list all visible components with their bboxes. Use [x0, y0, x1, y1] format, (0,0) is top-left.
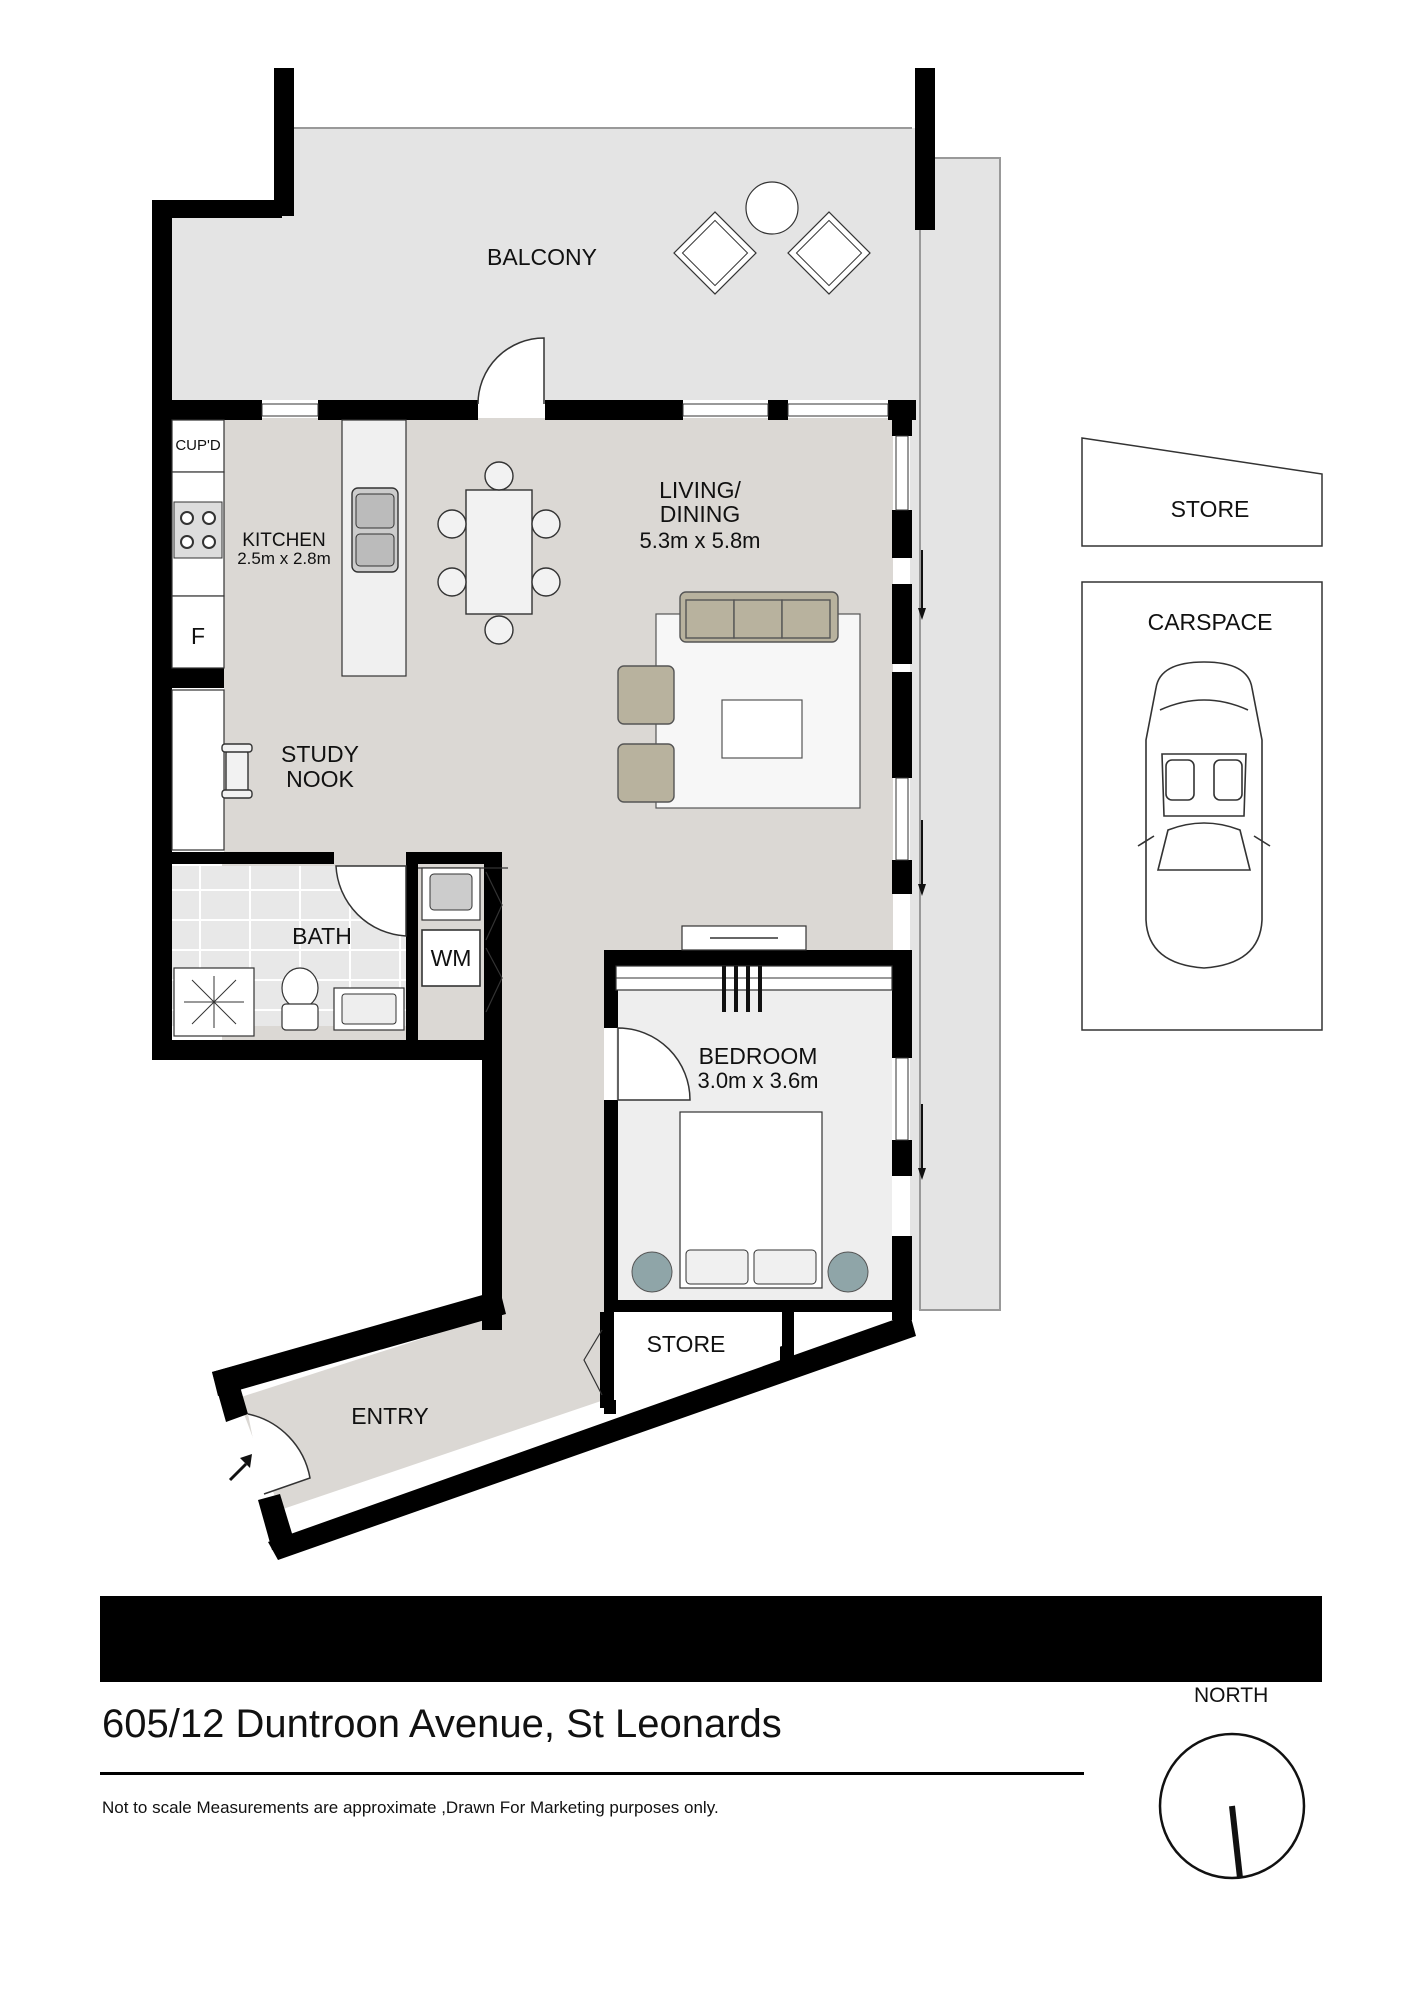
inner-store-label: STORE — [647, 1331, 726, 1357]
living-label: LIVING/ — [659, 477, 741, 503]
balcony-furniture — [673, 181, 871, 295]
laundry — [421, 867, 481, 987]
lounge — [617, 591, 861, 809]
inner-store — [616, 1312, 782, 1406]
room-labels: BALCONY LIVING/ DINING 5.3m x 5.8m KITCH… — [175, 244, 1272, 1429]
bedroom-label: BEDROOM — [699, 1043, 818, 1069]
balcony-label: BALCONY — [487, 244, 597, 270]
bedroom-furniture — [615, 925, 893, 1293]
balcony-area — [168, 127, 1001, 1311]
dining-table — [437, 461, 561, 645]
north-label: NORTH — [1194, 1684, 1269, 1707]
living-dimensions: 5.3m x 5.8m — [639, 528, 760, 553]
footer-banner — [100, 1596, 1322, 1682]
outer-store-label: STORE — [1171, 496, 1250, 522]
external-store — [1081, 437, 1323, 547]
disclaimer-text: Not to scale Measurements are approximat… — [102, 1798, 719, 1817]
entry-arrow — [228, 1454, 252, 1482]
walls — [152, 68, 935, 1560]
north-compass — [1158, 1732, 1306, 1880]
car-icon — [1137, 661, 1271, 969]
door-swings — [247, 337, 691, 1495]
cupboard-label: CUP'D — [175, 437, 221, 454]
footer-rule — [100, 1772, 1084, 1775]
study-desk — [171, 689, 253, 851]
north-arrow-icon — [1229, 1805, 1243, 1879]
dining-label: DINING — [660, 501, 741, 527]
fridge-label: F — [191, 623, 205, 649]
kitchen-label: KITCHEN — [242, 530, 325, 551]
washing-machine-label: WM — [431, 945, 472, 971]
carspace — [1081, 581, 1323, 1031]
windows — [261, 403, 909, 1141]
nook-label: NOOK — [286, 766, 354, 792]
kitchen-dimensions: 2.5m x 2.8m — [237, 549, 331, 568]
study-label: STUDY — [281, 741, 359, 767]
sliding-door-arrows — [918, 550, 926, 1180]
bedroom-dimensions: 3.0m x 3.6m — [697, 1068, 818, 1093]
entry-label: ENTRY — [351, 1403, 429, 1429]
property-address: 605/12 Duntroon Avenue, St Leonards — [102, 1702, 782, 1746]
bath-label: BATH — [292, 923, 352, 949]
kitchen-fittings — [171, 419, 407, 677]
carspace-label: CARSPACE — [1148, 609, 1273, 635]
bath-fixtures — [173, 967, 405, 1037]
